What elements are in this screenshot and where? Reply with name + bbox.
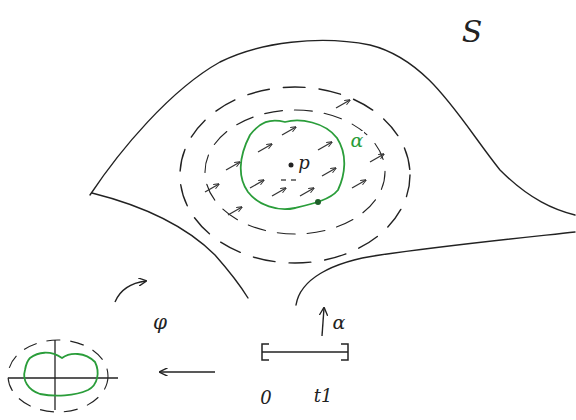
vector-arrow [228, 207, 242, 215]
interval-end: t1 [313, 387, 334, 405]
vector-arrow [258, 144, 272, 152]
interval-bracket [262, 344, 269, 360]
interval-end: 0 [259, 389, 272, 407]
vector-arrow [250, 180, 264, 188]
vector-arrow [318, 142, 332, 150]
preimage-curve [24, 353, 97, 396]
surface-name: S [461, 17, 484, 47]
curve-name: α [350, 131, 365, 150]
vector-arrow [352, 180, 366, 188]
map-arrow [322, 308, 324, 336]
surface-outline [296, 232, 575, 305]
surface-outline [92, 193, 248, 298]
dashed-disk [8, 340, 108, 412]
vector-arrow [300, 188, 314, 196]
map-arrow [160, 371, 215, 372]
map-name: α [332, 313, 347, 332]
vector-arrow [336, 100, 350, 108]
vector-arrow [322, 168, 336, 176]
dashed-neighborhood [205, 110, 385, 234]
vector-arrow [226, 162, 240, 170]
vector-arrow [205, 184, 219, 192]
point-name: p [297, 154, 311, 172]
surface-outline [90, 40, 575, 215]
map-arrow [115, 281, 146, 302]
vector-arrow [272, 188, 286, 196]
tick-mark [281, 179, 286, 180]
interval-bracket [341, 344, 348, 360]
start-point [315, 199, 321, 205]
vector-arrow [282, 127, 296, 135]
interval [262, 351, 348, 353]
point-p [289, 163, 294, 168]
axis [54, 340, 55, 410]
integral-curve [241, 121, 345, 210]
dashed-neighborhood [180, 87, 410, 263]
vector-arrow [370, 154, 384, 162]
map-name: φ [152, 312, 168, 332]
tick-mark [291, 179, 296, 180]
